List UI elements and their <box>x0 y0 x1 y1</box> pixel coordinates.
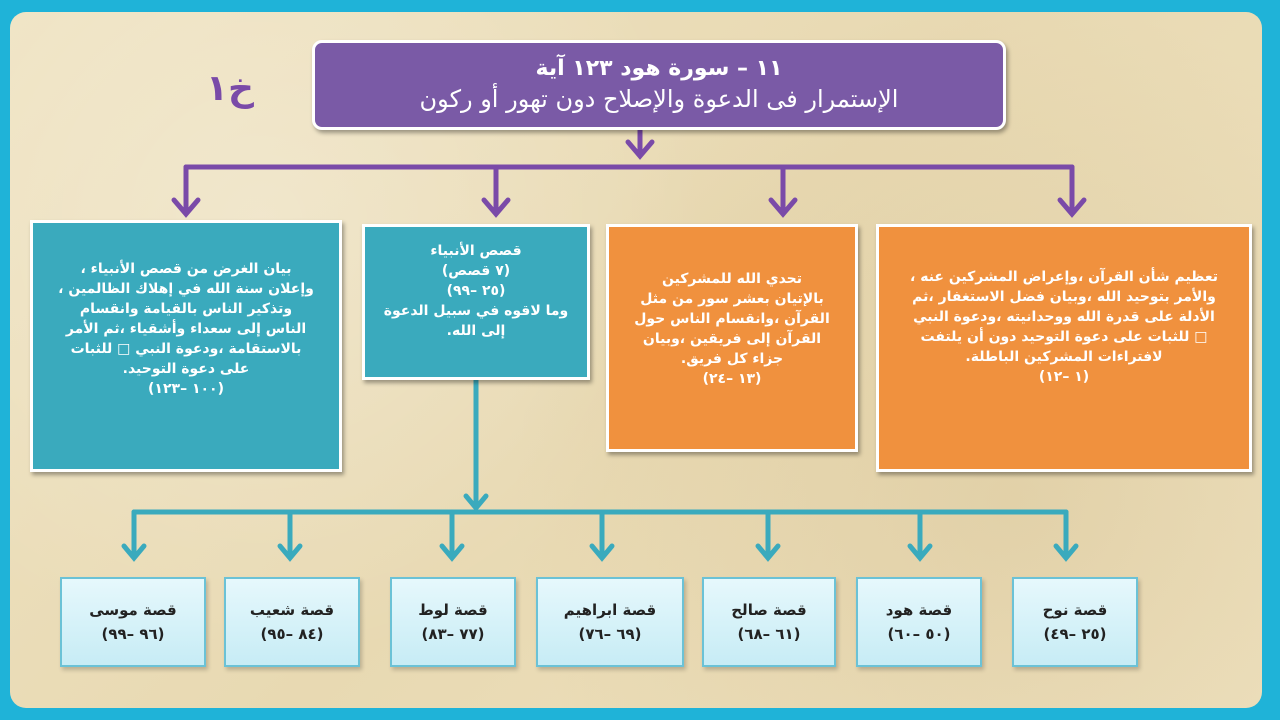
story-name: قصة شعيب <box>249 601 335 619</box>
story-name: قصة صالح <box>731 601 807 619</box>
arrowhead-stories <box>463 493 489 512</box>
story-box-lut: قصة لوط (٧٧ –٨٣) <box>390 577 516 667</box>
story-range: (٩٦ –٩٩) <box>101 625 165 643</box>
story-range: (٥٠ –٦٠) <box>887 625 951 643</box>
story-name: قصة نوح <box>1042 601 1108 619</box>
story-box-musa: قصة موسى (٩٦ –٩٩) <box>60 577 206 667</box>
story-name: قصة هود <box>885 601 953 619</box>
section-1-line: تعظيم شأن القرآن ،وإعراض المشركين عنه ، <box>910 269 1218 285</box>
story-range: (٦١ –٦٨) <box>737 625 801 643</box>
arrowhead-section-3 <box>481 197 511 218</box>
title-box: ١١ – سورة هود ١٢٣ آية الإستمرار فى الدعو… <box>312 40 1006 130</box>
arrowhead-story-4 <box>589 543 615 562</box>
section-box-4: بيان الغرض من قصص الأنبياء ، وإعلان سنة … <box>30 220 342 472</box>
title-line-2: الإستمرار فى الدعوة والإصلاح دون تهور أو… <box>419 85 899 113</box>
slide-frame: خ١ ١١ – سورة هود ١٢٣ آية الإستمرار فى ال… <box>10 12 1262 708</box>
section-2-line: القرآن إلى فريقين ،وبيان <box>642 331 822 347</box>
story-name: قصة لوط <box>418 601 488 619</box>
section-box-1: تعظيم شأن القرآن ،وإعراض المشركين عنه ، … <box>876 224 1252 472</box>
purple-connectors <box>171 109 1087 218</box>
story-range: (٧٧ –٨٣) <box>421 625 485 643</box>
arrowhead-story-6 <box>277 543 303 562</box>
section-2-range: (١٣ –٢٤) <box>702 371 762 387</box>
section-4-line: وإعلان سنة الله في إهلاك الظالمين ، <box>58 281 314 297</box>
arrowhead-story-7 <box>121 543 147 562</box>
story-box-hud: قصة هود (٥٠ –٦٠) <box>856 577 982 667</box>
section-3-line: (٢٥ –٩٩) <box>446 283 506 299</box>
story-box-shuayb: قصة شعيب (٨٤ –٩٥) <box>224 577 360 667</box>
section-2-line: تحدي الله للمشركين <box>661 271 803 287</box>
section-2-line: بالإتيان بعشر سور من مثل <box>640 291 824 307</box>
section-1-line: الأدلة على قدرة الله ووحدانيته ،ودعوة ال… <box>913 309 1215 325</box>
story-box-ibrahim: قصة ابراهيم (٦٩ –٧٦) <box>536 577 684 667</box>
section-4-line: بالاستقامة ،ودعوة النبي □ للثبات <box>70 341 302 357</box>
title-line-1: ١١ – سورة هود ١٢٣ آية <box>535 56 783 81</box>
section-4-line: على دعوة التوحيد. <box>122 361 250 377</box>
connector-lines <box>121 109 1087 562</box>
section-1-line: □ للثبات على دعوة التوحيد دون أن يلتفت <box>920 329 1208 345</box>
section-4-line: الناس إلى سعداء وأشقياء ،ثم الأمر <box>65 321 307 337</box>
teal-connectors <box>121 377 1079 562</box>
section-3-line: (٧ قصص) <box>441 263 511 279</box>
section-3-line: وما لاقوه في سبيل الدعوة <box>383 303 569 319</box>
section-1-line: والأمر بتوحيد الله ،وبيان فضل الاستغفار … <box>912 289 1216 305</box>
section-3-line: إلى الله. <box>446 323 506 339</box>
page-label: خ١ <box>206 68 254 109</box>
section-3-line: قصص الأنبياء <box>430 243 522 259</box>
section-2-line: جزاء كل فريق. <box>680 351 784 367</box>
story-box-salih: قصة صالح (٦١ –٦٨) <box>702 577 836 667</box>
story-name: قصة ابراهيم <box>563 601 657 619</box>
section-box-2: تحدي الله للمشركين بالإتيان بعشر سور من … <box>606 224 858 452</box>
section-1-line: لافتراءات المشركين الباطلة. <box>965 349 1163 365</box>
arrowhead-section-4 <box>171 197 201 218</box>
arrowhead-section-2 <box>768 197 798 218</box>
section-4-line: بيان الغرض من قصص الأنبياء ، <box>80 261 292 277</box>
section-2-line: القرآن ،وانقسام الناس حول <box>634 311 830 327</box>
story-range: (٦٩ –٧٦) <box>578 625 642 643</box>
story-box-noah: قصة نوح (٢٥ –٤٩) <box>1012 577 1138 667</box>
section-4-range: (١٠٠ –١٢٣) <box>148 381 224 397</box>
story-range: (٨٤ –٩٥) <box>260 625 324 643</box>
arrowhead-story-5 <box>439 543 465 562</box>
arrowhead-story-3 <box>755 543 781 562</box>
arrowhead-title <box>625 139 655 160</box>
arrowhead-story-2 <box>907 543 933 562</box>
story-name: قصة موسى <box>89 601 177 619</box>
section-4-line: وتذكير الناس بالقيامة وانقسام <box>79 301 293 317</box>
arrowhead-story-1 <box>1053 543 1079 562</box>
arrowhead-section-1 <box>1057 197 1087 218</box>
section-box-3: قصص الأنبياء (٧ قصص) (٢٥ –٩٩) وما لاقوه … <box>362 224 590 380</box>
story-range: (٢٥ –٤٩) <box>1043 625 1107 643</box>
section-1-range: (١ –١٢) <box>1038 369 1090 385</box>
